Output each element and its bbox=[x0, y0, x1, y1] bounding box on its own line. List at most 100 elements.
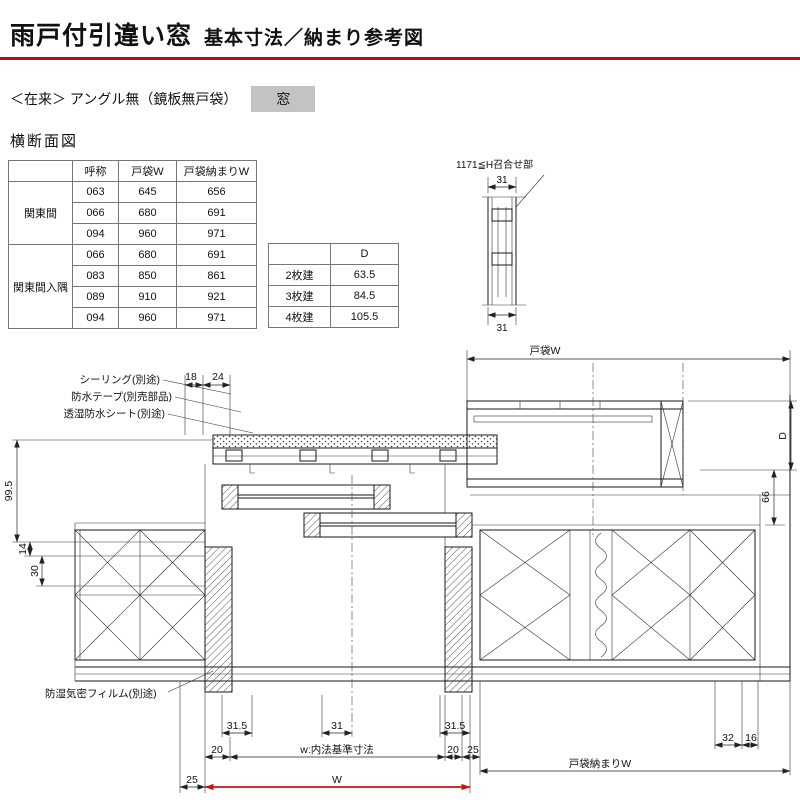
detail-title: 1171≦H召合せ部 bbox=[456, 158, 533, 171]
depth-table: D 2枚建 63.5 3枚建 84.5 4枚建 105.5 bbox=[268, 243, 399, 328]
cell: 063 bbox=[72, 181, 119, 203]
cell: 921 bbox=[176, 286, 257, 308]
cell: 094 bbox=[72, 223, 119, 245]
moisture-film-callout: 防湿気密フィルム(別途) bbox=[45, 670, 214, 700]
waterproof-tape-callout: 防水テープ(別売部品) bbox=[71, 390, 172, 403]
right-wall-section bbox=[479, 529, 756, 661]
dim-W-label: W bbox=[332, 774, 342, 786]
insulation-symbol bbox=[595, 532, 607, 658]
left-wall-section bbox=[74, 522, 206, 661]
section-label: 横断面図 bbox=[10, 133, 79, 150]
cell: 691 bbox=[176, 202, 257, 224]
col-header-name: 呼称 bbox=[72, 160, 119, 182]
dim-25-bottom-label: 25 bbox=[186, 774, 198, 786]
detail-dim-top: 31 bbox=[496, 175, 508, 186]
dim-32-label: 32 bbox=[722, 732, 734, 744]
dim-25-right-label: 25 bbox=[467, 744, 479, 756]
cell: 84.5 bbox=[330, 285, 399, 307]
left-dimensions: 99.5 14 30 bbox=[3, 439, 213, 587]
cell: 656 bbox=[176, 181, 257, 203]
dim-16-label: 16 bbox=[745, 732, 757, 744]
outer-sash bbox=[221, 484, 391, 510]
table-row: 094 960 971 bbox=[9, 307, 257, 329]
col-header-tobukuro-w: 戸袋W bbox=[118, 160, 177, 182]
tobukuro-osamari-w-label: 戸袋納まりW bbox=[569, 757, 631, 770]
cell: 083 bbox=[72, 265, 119, 287]
dim-24-label: 24 bbox=[212, 371, 224, 383]
cell: 910 bbox=[118, 286, 177, 308]
cell: 971 bbox=[176, 223, 257, 245]
cell: 63.5 bbox=[330, 264, 399, 286]
col-header-osamari-w: 戸袋納まりW bbox=[176, 160, 257, 182]
dim-D-label: D bbox=[777, 432, 789, 440]
dim-66-label: 66 bbox=[760, 491, 772, 503]
cell: 105.5 bbox=[330, 306, 399, 328]
cell: 3枚建 bbox=[268, 285, 331, 307]
tobukuro-w-dimension: 戸袋W bbox=[466, 344, 791, 401]
cell: 094 bbox=[72, 307, 119, 329]
right-dimensions: D 66 bbox=[688, 400, 797, 526]
right-jamb-post bbox=[444, 546, 473, 693]
cell: 960 bbox=[118, 223, 177, 245]
variant-row: ＜在来＞ アングル無（鏡板無戸袋） 窓 bbox=[10, 86, 316, 112]
shutter-box bbox=[466, 395, 791, 681]
dim-99-5-label: 99.5 bbox=[3, 481, 15, 502]
cell: 861 bbox=[176, 265, 257, 287]
callout-labels: シーリング(別途) 防水テープ(別売部品) 透湿防水シート(別途) bbox=[64, 373, 254, 434]
dim-20-left-label: 20 bbox=[211, 744, 223, 756]
table-row: 089 910 921 bbox=[9, 286, 257, 308]
cell: 4枚建 bbox=[268, 306, 331, 328]
tobukuro-dimension-table: 呼称 戸袋W 戸袋納まりW 関東間 063 645 656 066 680 69… bbox=[8, 160, 257, 329]
cross-section-drawing: 戸袋W シーリング(別途) 防水テープ(別売部品) 透湿防水シート(別途) 18… bbox=[3, 344, 797, 793]
header: 雨戸付引違い窓 基本寸法／納まり参考図 bbox=[10, 16, 424, 52]
table-row: 4枚建 105.5 bbox=[268, 306, 399, 328]
dim-14-label: 14 bbox=[17, 543, 29, 555]
cell: 680 bbox=[118, 244, 177, 266]
page-subtitle: 基本寸法／納まり参考図 bbox=[204, 28, 425, 49]
window-badge: 窓 bbox=[251, 86, 316, 112]
cell: 680 bbox=[118, 202, 177, 224]
head-offset-dimensions: 18 24 bbox=[184, 371, 231, 435]
table-header-row: D bbox=[268, 243, 399, 265]
corner-cell bbox=[8, 160, 73, 182]
dim-30-label: 30 bbox=[29, 565, 41, 577]
variant-label: ＜在来＞ アングル無（鏡板無戸袋） bbox=[10, 91, 238, 107]
cell: 960 bbox=[118, 307, 177, 329]
sealing-callout: シーリング(別途) bbox=[80, 373, 161, 386]
inner-sash bbox=[303, 512, 473, 538]
table-row: 066 680 691 bbox=[9, 202, 257, 224]
cell: 2枚建 bbox=[268, 264, 331, 286]
table-header-row: 呼称 戸袋W 戸袋納まりW bbox=[8, 160, 257, 182]
meeting-stile-detail-drawing: 1171≦H召合せ部 31 31 bbox=[456, 158, 545, 334]
dim-18-label: 18 bbox=[185, 371, 197, 383]
row-group-kantoma: 関東間 bbox=[8, 181, 73, 245]
breathable-sheet-callout: 透湿防水シート(別途) bbox=[64, 407, 166, 420]
bottom-siding-lines bbox=[74, 523, 790, 682]
table-row: 3枚建 84.5 bbox=[268, 285, 399, 307]
corner-cell bbox=[268, 243, 331, 265]
detail-dim-bottom: 31 bbox=[496, 323, 508, 334]
dim-20-right-label: 20 bbox=[447, 744, 459, 756]
cell: 066 bbox=[72, 244, 119, 266]
dim-31-center-label: 31 bbox=[331, 720, 343, 732]
cell: 691 bbox=[176, 244, 257, 266]
col-header-d: D bbox=[330, 243, 399, 265]
bottom-extension-lines bbox=[179, 681, 791, 793]
cell: 645 bbox=[118, 181, 177, 203]
tobukuro-w-label: 戸袋W bbox=[530, 344, 561, 357]
w-naiho-label: w:内法基準寸法 bbox=[299, 743, 374, 756]
detail-leader-line bbox=[515, 174, 545, 208]
page-title: 雨戸付引違い窓 bbox=[10, 22, 193, 50]
table-row: 094 960 971 bbox=[9, 223, 257, 245]
dim-31-5-right-label: 31.5 bbox=[445, 720, 466, 732]
bottom-dimensions: 31.5 31 31.5 20 w:内法基準寸法 20 25 32 16 戸袋納… bbox=[179, 720, 791, 791]
table-row: 関東間入隅 066 680 691 bbox=[8, 244, 257, 329]
moisture-film-label: 防湿気密フィルム(別途) bbox=[45, 687, 157, 700]
row-group-kantoma-irisumi: 関東間入隅 bbox=[8, 244, 73, 329]
head-frame bbox=[204, 434, 498, 547]
cell: 089 bbox=[72, 286, 119, 308]
cell: 850 bbox=[118, 265, 177, 287]
left-jamb-post bbox=[204, 546, 233, 693]
table-row: 2枚建 63.5 bbox=[268, 264, 399, 286]
